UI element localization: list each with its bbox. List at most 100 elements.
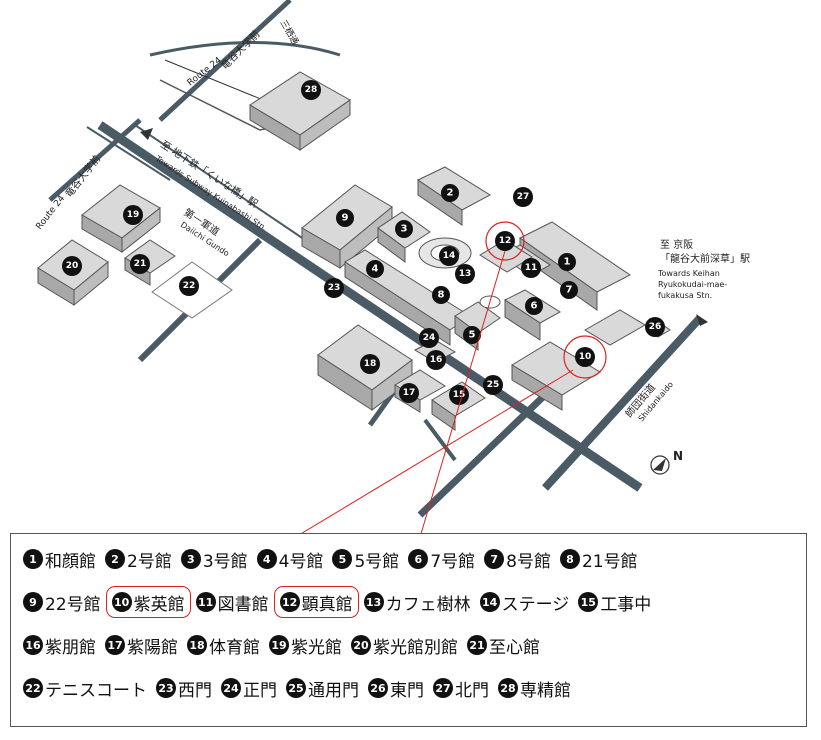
legend-number-badge: 10: [111, 592, 132, 612]
legend-number-badge: 24: [221, 678, 241, 698]
legend-label: 工事中: [600, 594, 652, 615]
svg-text:20: 20: [66, 261, 79, 271]
svg-text:16: 16: [430, 355, 443, 365]
marker-26: 26: [645, 317, 665, 337]
route24-left: [48, 118, 142, 202]
legend-label: 体育館: [209, 637, 260, 658]
svg-text:15: 15: [453, 390, 466, 400]
legend-number-badge: 14: [479, 592, 500, 612]
marker-12: 12: [495, 231, 515, 251]
legend-label: 至心館: [489, 637, 540, 658]
route24-top-label: Route 24: [186, 55, 224, 88]
legend-label: 正門: [243, 680, 277, 701]
marker-5: 5: [463, 326, 481, 344]
svg-text:25: 25: [487, 380, 500, 390]
svg-text:27: 27: [517, 192, 530, 202]
marker-11: 11: [521, 258, 541, 278]
keihan-jp1-label: 至 京阪: [660, 238, 693, 251]
legend-number-badge: 8: [559, 549, 580, 569]
marker-9: 9: [336, 209, 354, 227]
legend-label: 5号館: [354, 551, 400, 572]
legend-number-badge: 15: [578, 592, 599, 612]
svg-text:6: 6: [531, 301, 538, 312]
legend-label: 図書館: [217, 594, 269, 615]
legend-label: 紫朋館: [45, 637, 96, 658]
legend-number-badge: 3: [180, 549, 201, 569]
legend-number-badge: 27: [433, 678, 453, 698]
legend-number-badge: 16: [23, 635, 43, 655]
legend-label: ステージ: [501, 594, 570, 615]
legend-label: 3号館: [202, 551, 248, 572]
svg-text:26: 26: [649, 322, 662, 332]
marker-3: 3: [395, 220, 413, 238]
marker-10: 10: [575, 347, 595, 367]
arrow-east-icon: [696, 314, 708, 326]
legend-number-badge: 28: [498, 678, 518, 698]
legend-number-badge: 17: [105, 635, 125, 655]
legend-label: 8号館: [506, 551, 551, 572]
ryoga-top-label: 竜谷大学前: [218, 28, 263, 73]
legend-number-badge: 20: [351, 635, 371, 655]
legend-number-badge: 22: [23, 678, 43, 698]
top-curve-road: [149, 41, 341, 57]
keihan-en3-label: fukakusa Stn.: [658, 291, 712, 300]
marker-24: 24: [419, 328, 439, 348]
svg-text:9: 9: [342, 213, 349, 224]
north-label: N: [673, 449, 683, 463]
marker-7: 7: [560, 281, 578, 299]
legend-number-badge: 9: [23, 592, 43, 612]
marker-6: 6: [525, 297, 543, 315]
marker-8: 8: [432, 286, 450, 304]
legend-label: 顕真館: [301, 594, 353, 615]
legend-number-badge: 4: [256, 549, 277, 569]
svg-text:7: 7: [566, 285, 573, 296]
ryoga-left-label: 竜谷大学前: [62, 152, 103, 199]
svg-text:28: 28: [305, 85, 318, 95]
legend-label: 東門: [390, 680, 424, 701]
marker-22: 22: [179, 276, 199, 296]
svg-text:24: 24: [423, 333, 436, 343]
legend-number-badge: 25: [286, 678, 306, 698]
legend-label: 西門: [178, 680, 212, 701]
svg-text:19: 19: [127, 210, 140, 220]
marker-2: 2: [441, 184, 459, 202]
route24-top: [158, 0, 292, 122]
marker-25: 25: [483, 375, 503, 395]
svg-text:11: 11: [525, 263, 538, 273]
svg-text:22: 22: [183, 281, 196, 291]
legend-label: テニスコート: [45, 680, 147, 701]
svg-text:14: 14: [443, 251, 456, 261]
legend-number-badge: 12: [279, 592, 300, 612]
legend-label: 紫英館: [133, 594, 185, 615]
legend-number-badge: 2: [105, 549, 125, 569]
keihan-en2-label: Ryukokudai-mae-: [658, 280, 727, 289]
svg-text:5: 5: [469, 330, 476, 341]
marker-17: 17: [399, 383, 419, 403]
marker-4: 4: [366, 260, 384, 278]
legend-number-badge: 1: [23, 549, 43, 569]
legend-label: 紫光館別館: [373, 637, 458, 658]
marker-21: 21: [130, 254, 150, 274]
legend-number-badge: 5: [332, 549, 353, 569]
legend-label: カフェ樹林: [385, 594, 471, 615]
marker-1: 1: [558, 253, 576, 271]
legend-label: 2号館: [127, 551, 172, 572]
